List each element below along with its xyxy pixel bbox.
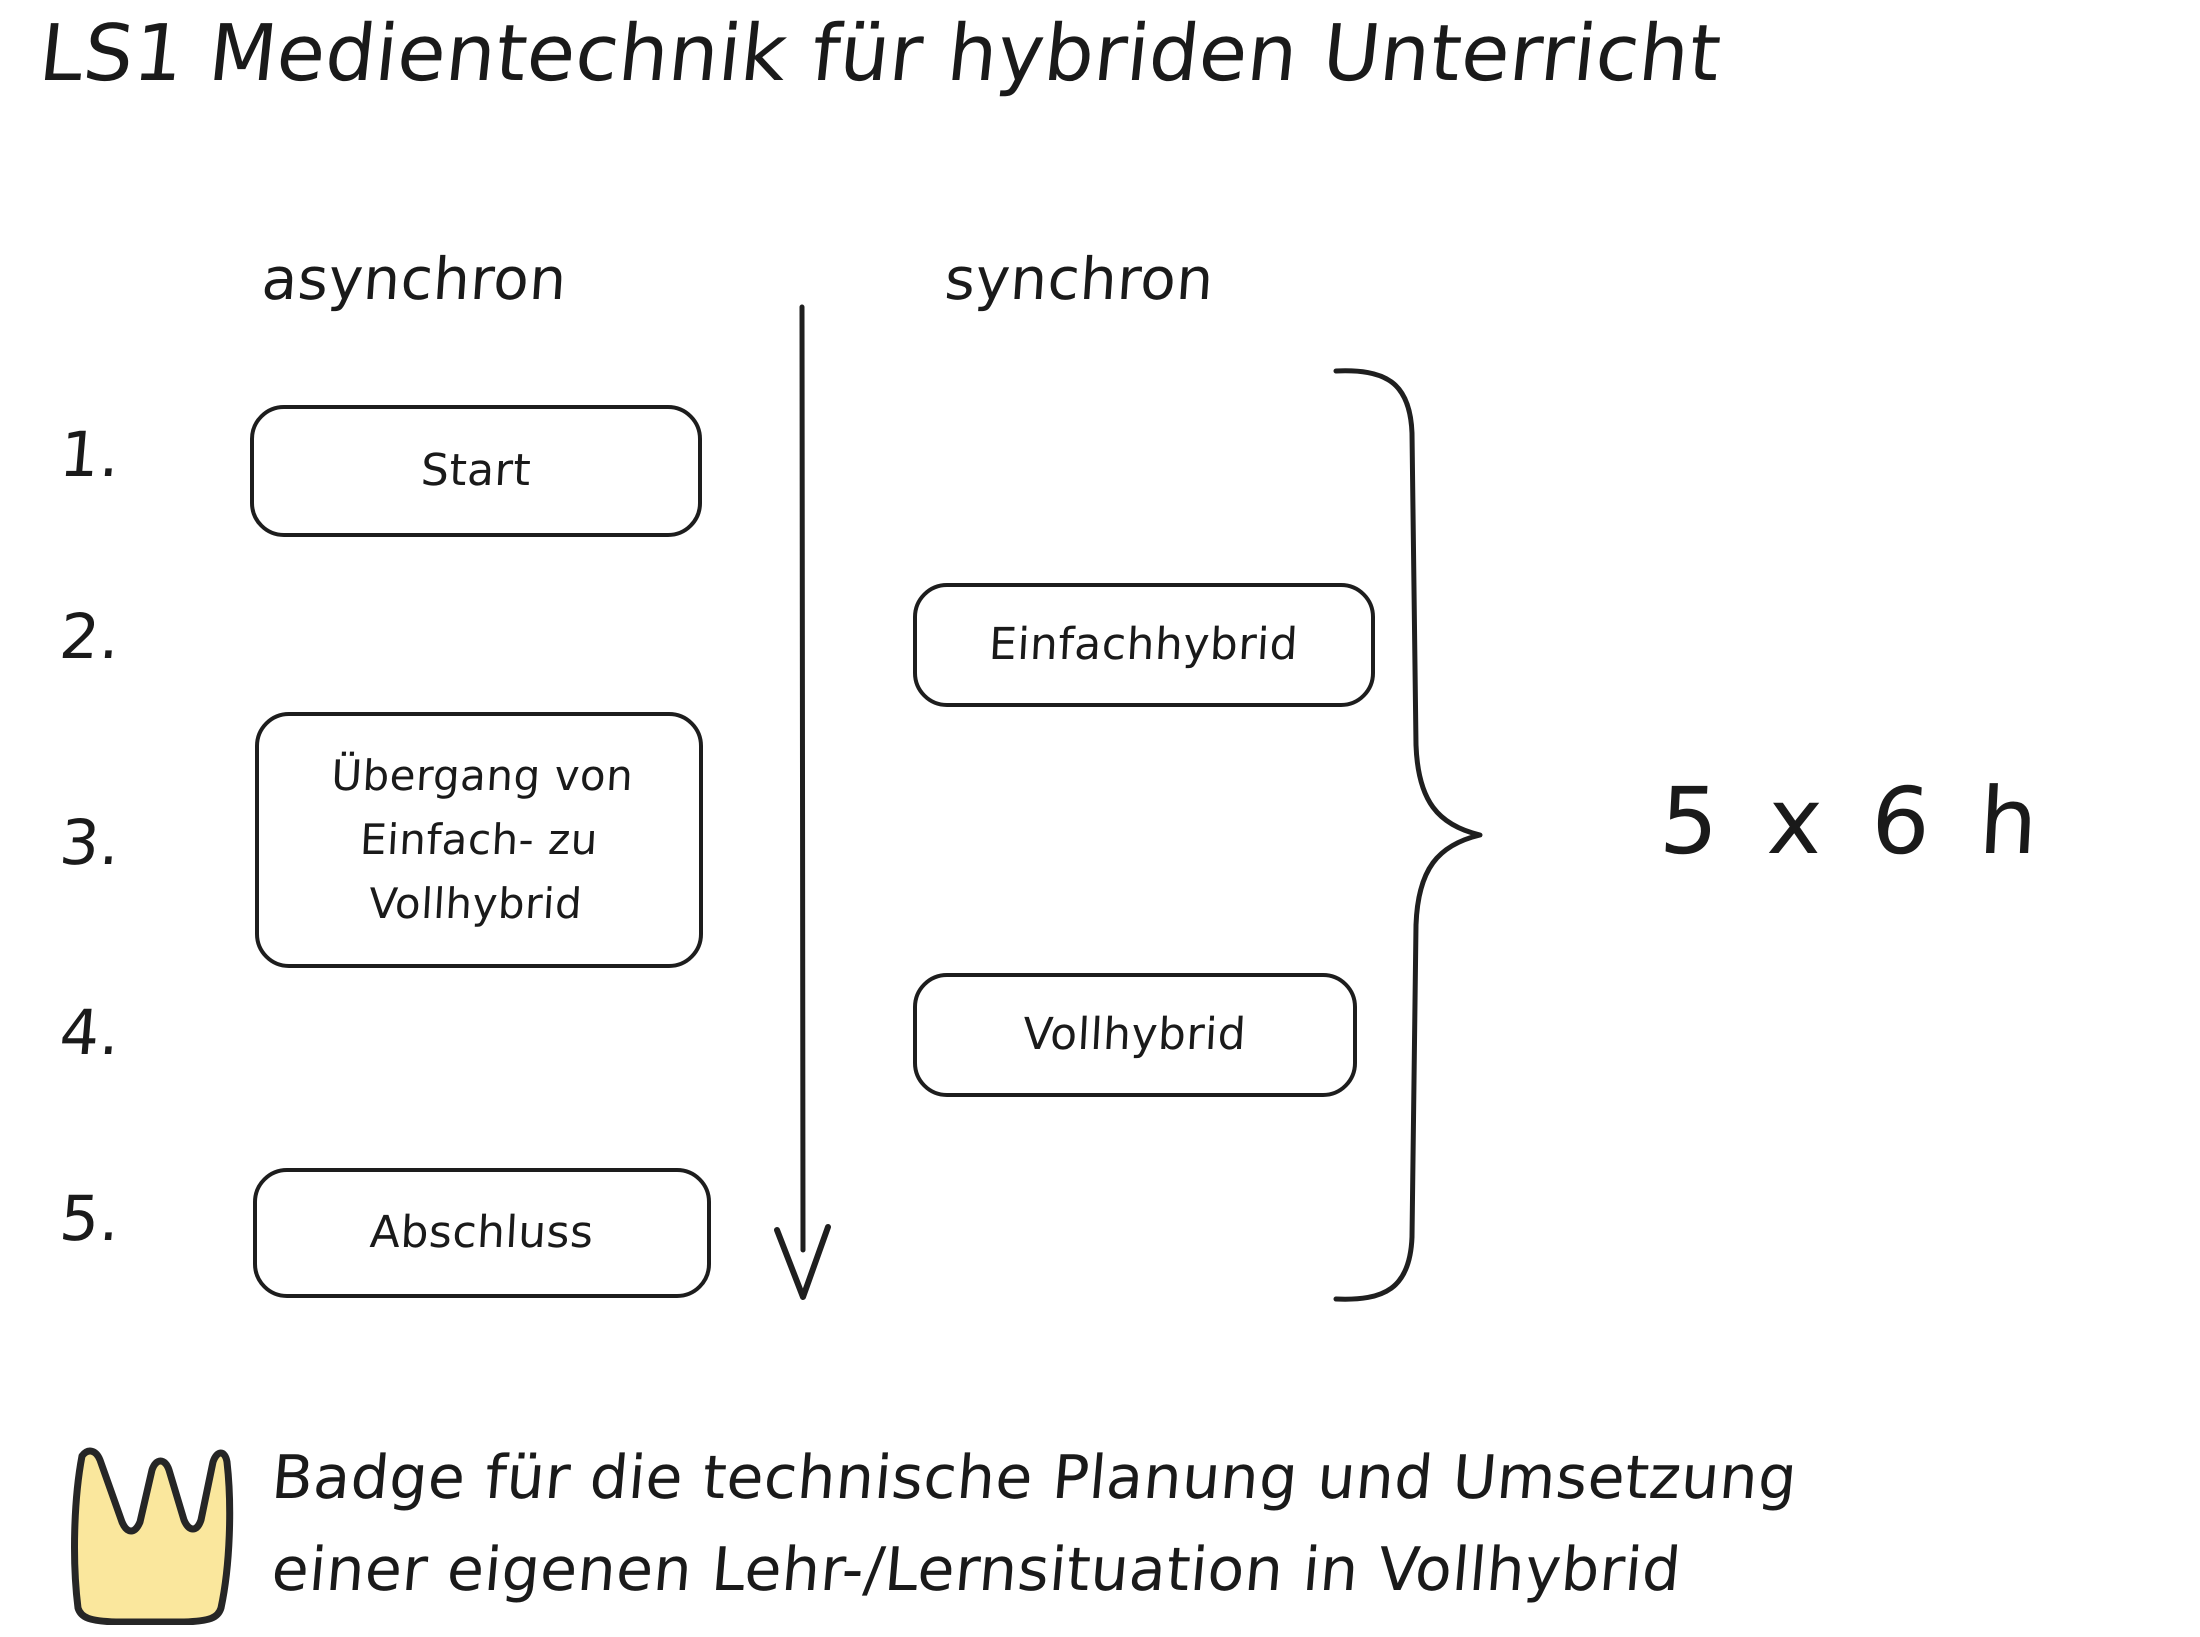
crown-icon <box>71 1447 234 1625</box>
box-abschluss[interactable]: Abschluss <box>253 1168 711 1298</box>
box-uebergang[interactable]: Übergang von Einfach- zu Vollhybrid <box>255 712 703 968</box>
box-start-label: Start <box>419 445 533 496</box>
step-number-4: 4. <box>56 996 124 1069</box>
step-number-3: 3. <box>56 806 124 879</box>
box-einfachhybrid[interactable]: Einfachhybrid <box>913 583 1375 707</box>
box-abschluss-label: Abschluss <box>368 1207 596 1258</box>
box-start[interactable]: Start <box>250 405 702 537</box>
page-title: LS1 Medientechnik für hybriden Unterrich… <box>35 9 1726 99</box>
step-number-2: 2. <box>56 600 124 673</box>
box-vollhybrid-label: Vollhybrid <box>1022 1009 1248 1060</box>
column-header-asynchron: asynchron <box>259 245 570 313</box>
badge-caption-line-1: Badge für die technische Planung und Ums… <box>268 1443 1800 1513</box>
box-vollhybrid[interactable]: Vollhybrid <box>913 973 1357 1097</box>
badge-caption-line-2: einer eigenen Lehr-/Lernsituation in Vol… <box>268 1535 1684 1605</box>
step-number-5: 5. <box>56 1182 124 1255</box>
duration-label: 5 x 6 h <box>1657 768 2051 875</box>
box-uebergang-label: Übergang von Einfach- zu Vollhybrid <box>330 751 635 928</box>
badge-caption: Badge für die technische Planung und Ums… <box>269 1432 2192 1616</box>
column-header-synchron: synchron <box>942 245 1217 313</box>
box-einfachhybrid-label: Einfachhybrid <box>988 619 1300 670</box>
step-number-1: 1. <box>56 418 124 491</box>
curly-brace-icon <box>1333 368 1483 1302</box>
downward-arrow-icon <box>774 304 831 1300</box>
